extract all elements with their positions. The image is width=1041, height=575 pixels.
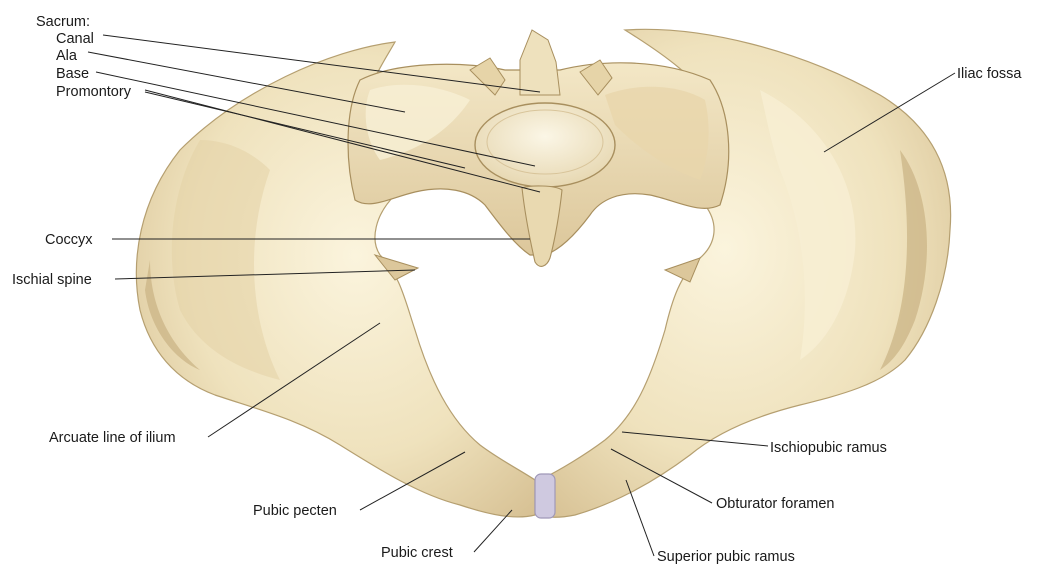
pubic-symphysis-disc: [535, 474, 555, 518]
label-ischiopubic-ramus: Ischiopubic ramus: [770, 440, 887, 456]
label-pubic-crest: Pubic crest: [381, 545, 453, 561]
label-iliac-fossa: Iliac fossa: [957, 66, 1022, 82]
label-canal: Canal: [56, 31, 94, 47]
label-obturator-foramen: Obturator foramen: [716, 496, 834, 512]
label-coccyx: Coccyx: [45, 232, 93, 248]
label-promontory: Promontory: [56, 84, 132, 100]
sacral-spine: [520, 30, 560, 95]
label-arcuate-line: Arcuate line of ilium: [49, 430, 176, 446]
label-base: Base: [56, 66, 89, 82]
label-ala: Ala: [56, 48, 78, 64]
label-sacrum: Sacrum:: [36, 14, 90, 30]
label-ischial-spine: Ischial spine: [12, 272, 92, 288]
label-pubic-pecten: Pubic pecten: [253, 503, 337, 519]
label-superior-pubic-ramus: Superior pubic ramus: [657, 549, 795, 565]
